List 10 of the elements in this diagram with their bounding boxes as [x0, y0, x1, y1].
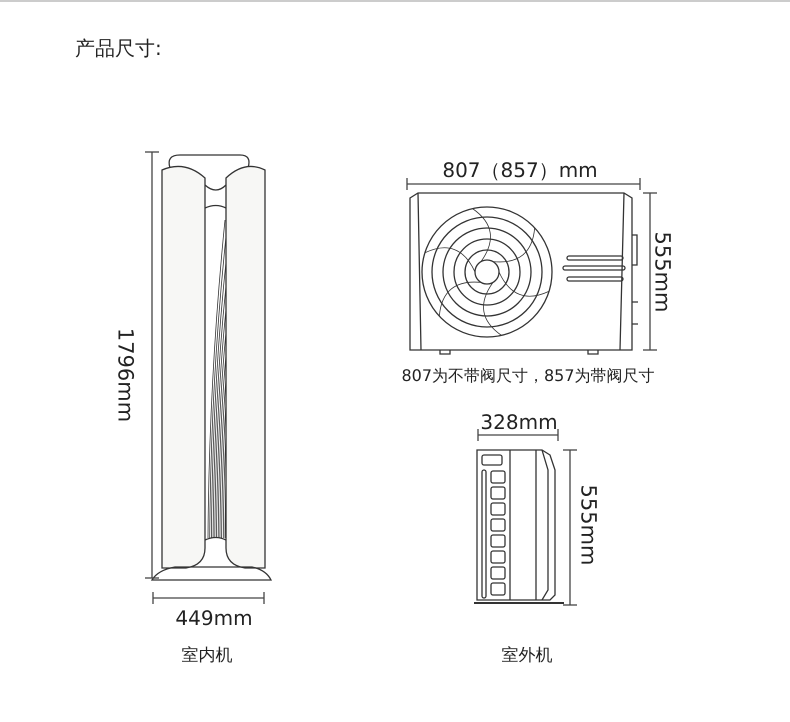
title: 产品尺寸:	[75, 38, 162, 58]
dimension-label: 555mm	[578, 484, 598, 566]
dimension-label: 1796mm	[114, 328, 136, 422]
note: 807为不带阀尺寸，857为带阀尺寸	[401, 368, 655, 384]
unit-caption: 室内机	[182, 648, 232, 664]
dimension-label: 555mm	[652, 232, 672, 312]
dimension-label: 807（857）mm	[442, 160, 598, 180]
dimension-label: 449mm	[175, 608, 253, 628]
dimension-label: 328mm	[480, 412, 558, 432]
unit-caption: 室外机	[502, 648, 552, 664]
